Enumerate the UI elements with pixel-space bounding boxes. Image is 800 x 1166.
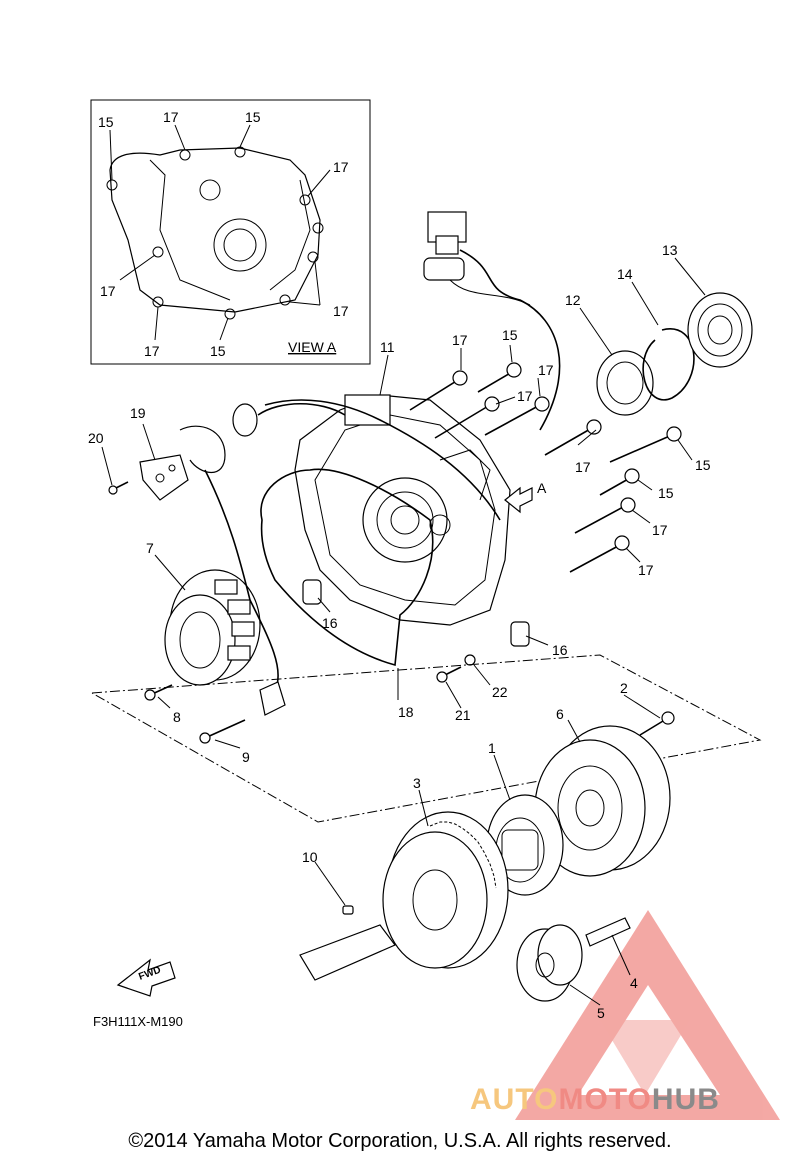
diagram-code: F3H111X-M190 (93, 1014, 183, 1029)
crankshaft-end (299, 905, 396, 981)
callout-numbers: 11 12 14 13 17 15 17 17 17 15 15 17 17 1… (88, 242, 711, 1021)
watermark-part-moto: MOTO (558, 1083, 652, 1116)
idle-gear (516, 924, 583, 1002)
view-a-callout-15b: 15 (245, 109, 261, 125)
watermark-text: AUTOMOTOHUB (470, 1083, 720, 1117)
callout-14: 14 (617, 266, 633, 282)
callout-21: 21 (455, 707, 471, 723)
small-bolt-20 (108, 481, 129, 495)
callout-1: 1 (488, 740, 496, 756)
callout-12: 12 (565, 292, 581, 308)
oil-seal (596, 350, 654, 416)
view-a-callout-15c: 15 (210, 343, 226, 359)
circlip (642, 328, 695, 401)
callout-5: 5 (597, 1005, 605, 1021)
assembly-outline (91, 654, 762, 823)
view-a-callout-17c: 17 (100, 283, 116, 299)
callout-7: 7 (146, 540, 154, 556)
rotor-bolt-2 (639, 711, 675, 736)
grommet (232, 402, 346, 437)
callout-20: 20 (88, 430, 104, 446)
view-a-callout-17d: 17 (333, 303, 349, 319)
fwd-arrow-icon: FWD (116, 958, 176, 997)
callout-17a: 17 (452, 332, 468, 348)
callout-11: 11 (380, 339, 395, 355)
callout-19: 19 (130, 405, 146, 421)
arrow-a-label: A (537, 480, 547, 496)
callout-15b: 15 (695, 457, 711, 473)
cover-bolts (409, 362, 682, 573)
view-a-bolt-holes (106, 146, 324, 320)
crankcase-cover (264, 394, 511, 626)
callout-10: 10 (302, 849, 318, 865)
callout-4: 4 (630, 975, 638, 991)
callout-17e: 17 (652, 522, 668, 538)
view-a-inset: 15 17 15 17 17 17 17 15 VIEW A (90, 99, 371, 365)
view-a-callout-17e: 17 (144, 343, 160, 359)
watermark-part-auto: AUTO (470, 1083, 559, 1116)
bearing (687, 292, 753, 368)
callout-16b: 16 (552, 642, 568, 658)
starter-gear (382, 811, 509, 969)
callout-17b: 17 (538, 362, 554, 378)
dowel-pins (302, 579, 530, 647)
view-a-callout-17b: 17 (333, 159, 349, 175)
watermark-part-hub: HUB (651, 1083, 720, 1116)
view-a-label: VIEW A (288, 339, 337, 355)
callout-22: 22 (492, 684, 508, 700)
callout-17f: 17 (638, 562, 654, 578)
view-a-callout-17a: 17 (163, 109, 179, 125)
callout-13: 13 (662, 242, 678, 258)
callout-8: 8 (173, 709, 181, 725)
lead-holder (139, 425, 226, 501)
view-a-arrow: A (504, 480, 547, 514)
callout-6: 6 (556, 706, 564, 722)
callout-15a: 15 (502, 327, 518, 343)
callout-9: 9 (242, 749, 250, 765)
cover-gasket (260, 468, 434, 667)
washer-22 (464, 654, 476, 666)
callout-3: 3 (413, 775, 421, 791)
callout-16a: 16 (322, 615, 338, 631)
stator-coil (164, 469, 286, 716)
idle-gear-shaft (585, 917, 631, 947)
view-a-callout-15a: 15 (98, 114, 114, 130)
callout-18: 18 (398, 704, 414, 720)
stator-bolt-8 (144, 684, 173, 701)
harness-connector (423, 211, 561, 431)
copyright-notice: ©2014 Yamaha Motor Corporation, U.S.A. A… (128, 1130, 672, 1152)
callout-17c: 17 (517, 388, 533, 404)
watermark-logo (515, 910, 780, 1120)
callout-15c: 15 (658, 485, 674, 501)
leader-lines (101, 257, 706, 1006)
callout-17d: 17 (575, 459, 591, 475)
clamp-bolt-9 (199, 719, 246, 744)
small-bolt-21 (436, 666, 462, 683)
callout-2: 2 (620, 680, 628, 696)
